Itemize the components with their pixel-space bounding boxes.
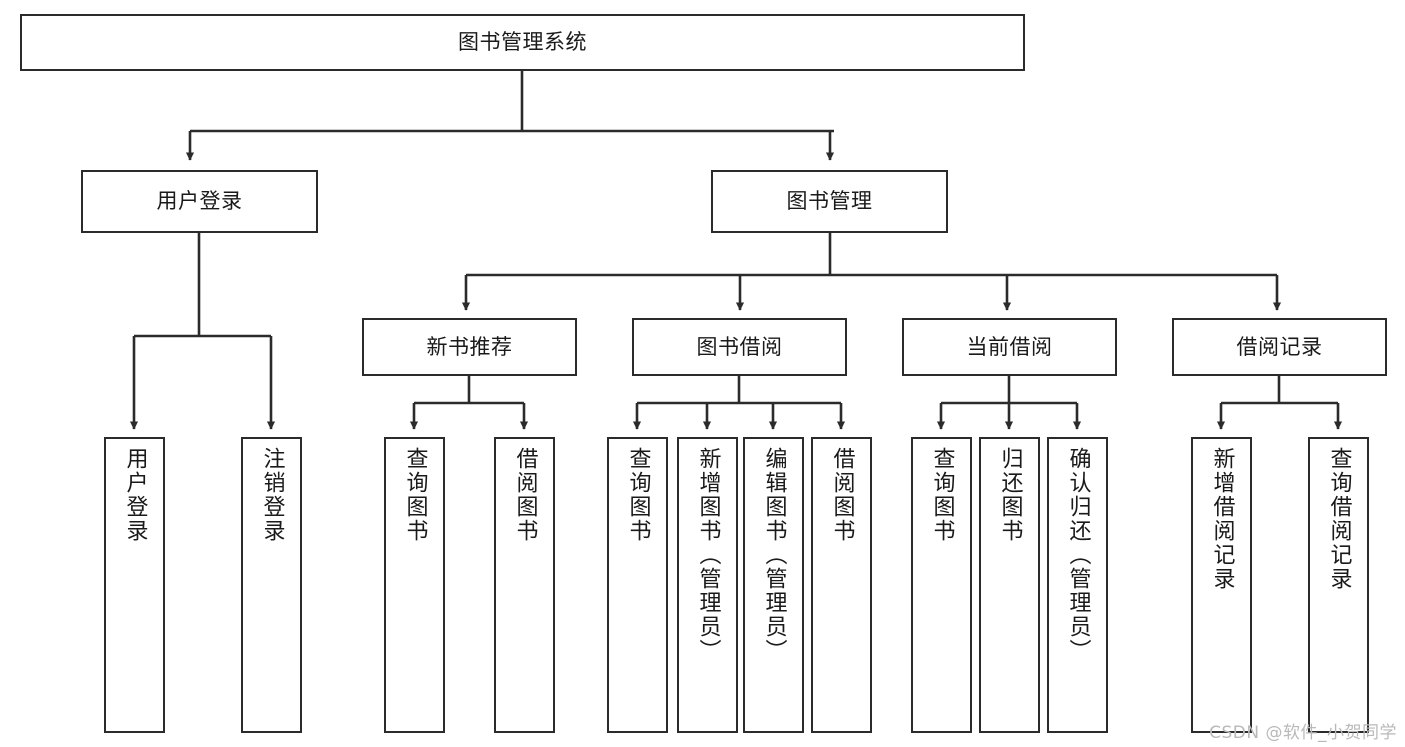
node-leaf-return-book[interactable]: 归还图书 <box>979 437 1040 733</box>
node-leaf-query-borrow-record[interactable]: 查询借阅记录 <box>1308 437 1369 733</box>
node-leaf-edit-book-admin[interactable]: 编辑图书（管理员） <box>743 437 804 733</box>
node-leaf-confirm-return-admin[interactable]: 确认归还（管理员） <box>1047 437 1108 733</box>
node-leaf-logout[interactable]: 注销登录 <box>241 437 302 733</box>
node-label: 用户登录 <box>156 189 243 214</box>
node-label: 新书推荐 <box>426 334 513 359</box>
node-label: 用户登录 <box>122 447 148 543</box>
node-leaf-borrow-book-recommend[interactable]: 借阅图书 <box>494 437 555 733</box>
node-label: 新增图书（管理员） <box>695 447 721 663</box>
node-label: 查询借阅记录 <box>1326 447 1352 591</box>
node-label: 查询图书 <box>929 447 955 543</box>
node-label: 图书借阅 <box>696 334 783 359</box>
node-current-borrow[interactable]: 当前借阅 <box>902 318 1117 376</box>
node-borrow-record[interactable]: 借阅记录 <box>1172 318 1387 376</box>
node-label: 当前借阅 <box>966 334 1053 359</box>
node-label: 借阅记录 <box>1236 334 1323 359</box>
node-leaf-borrow-book[interactable]: 借阅图书 <box>811 437 872 733</box>
node-book-management[interactable]: 图书管理 <box>711 170 948 233</box>
node-new-book-recommend[interactable]: 新书推荐 <box>362 318 577 376</box>
node-leaf-add-borrow-record[interactable]: 新增借阅记录 <box>1191 437 1252 733</box>
node-label: 确认归还（管理员） <box>1065 447 1091 663</box>
node-root-book-management-system[interactable]: 图书管理系统 <box>20 14 1025 71</box>
node-book-borrow[interactable]: 图书借阅 <box>632 318 847 376</box>
node-label: 图书管理系统 <box>458 30 587 55</box>
node-leaf-query-book-recommend[interactable]: 查询图书 <box>384 437 445 733</box>
node-label: 归还图书 <box>997 447 1023 543</box>
node-leaf-user-login[interactable]: 用户登录 <box>104 437 165 733</box>
node-label: 新增借阅记录 <box>1209 447 1235 591</box>
node-user-login[interactable]: 用户登录 <box>81 170 318 233</box>
node-leaf-add-book-admin[interactable]: 新增图书（管理员） <box>677 437 738 733</box>
node-label: 编辑图书（管理员） <box>761 447 787 663</box>
node-label: 图书管理 <box>786 189 873 214</box>
node-label: 借阅图书 <box>512 447 538 543</box>
node-leaf-query-book-current[interactable]: 查询图书 <box>911 437 972 733</box>
node-leaf-query-book-borrow[interactable]: 查询图书 <box>607 437 668 733</box>
node-label: 借阅图书 <box>829 447 855 543</box>
node-label: 查询图书 <box>402 447 428 543</box>
node-label: 查询图书 <box>625 447 651 543</box>
node-label: 注销登录 <box>259 447 285 543</box>
